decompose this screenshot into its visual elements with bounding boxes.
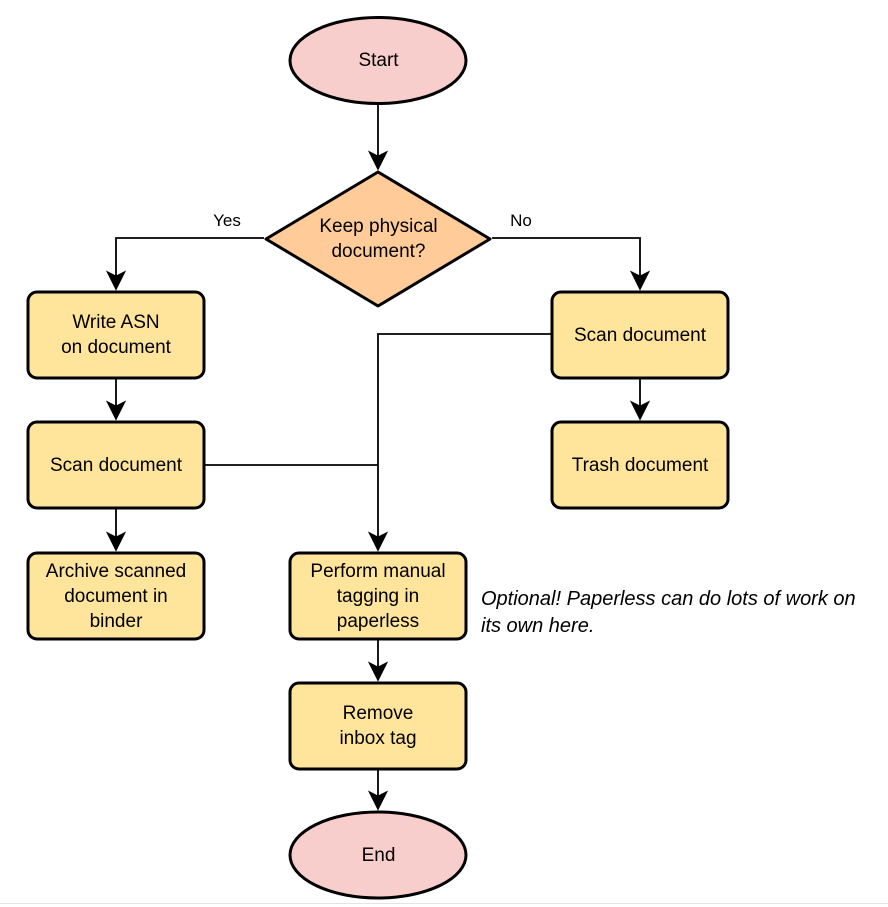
edges: [116, 104, 640, 808]
node-remove-inbox-rect: [288, 681, 468, 771]
node-scan-right-rect: [550, 290, 730, 380]
node-end-ellipse: [288, 810, 468, 900]
node-start-ellipse: [288, 16, 468, 105]
nodes: [26, 16, 730, 900]
edge-decision-no: [492, 237, 640, 288]
node-trash-rect: [550, 420, 730, 510]
page-bottom-divider: [0, 903, 888, 904]
edge-scanright-to-tagging: [378, 333, 551, 549]
node-scan-left-rect: [26, 420, 206, 510]
node-write-asn-rect: [26, 290, 206, 380]
node-archive-rect: [26, 551, 206, 641]
node-tagging-rect: [288, 551, 468, 641]
edge-decision-yes: [116, 237, 264, 288]
node-decision-diamond: [264, 170, 492, 308]
